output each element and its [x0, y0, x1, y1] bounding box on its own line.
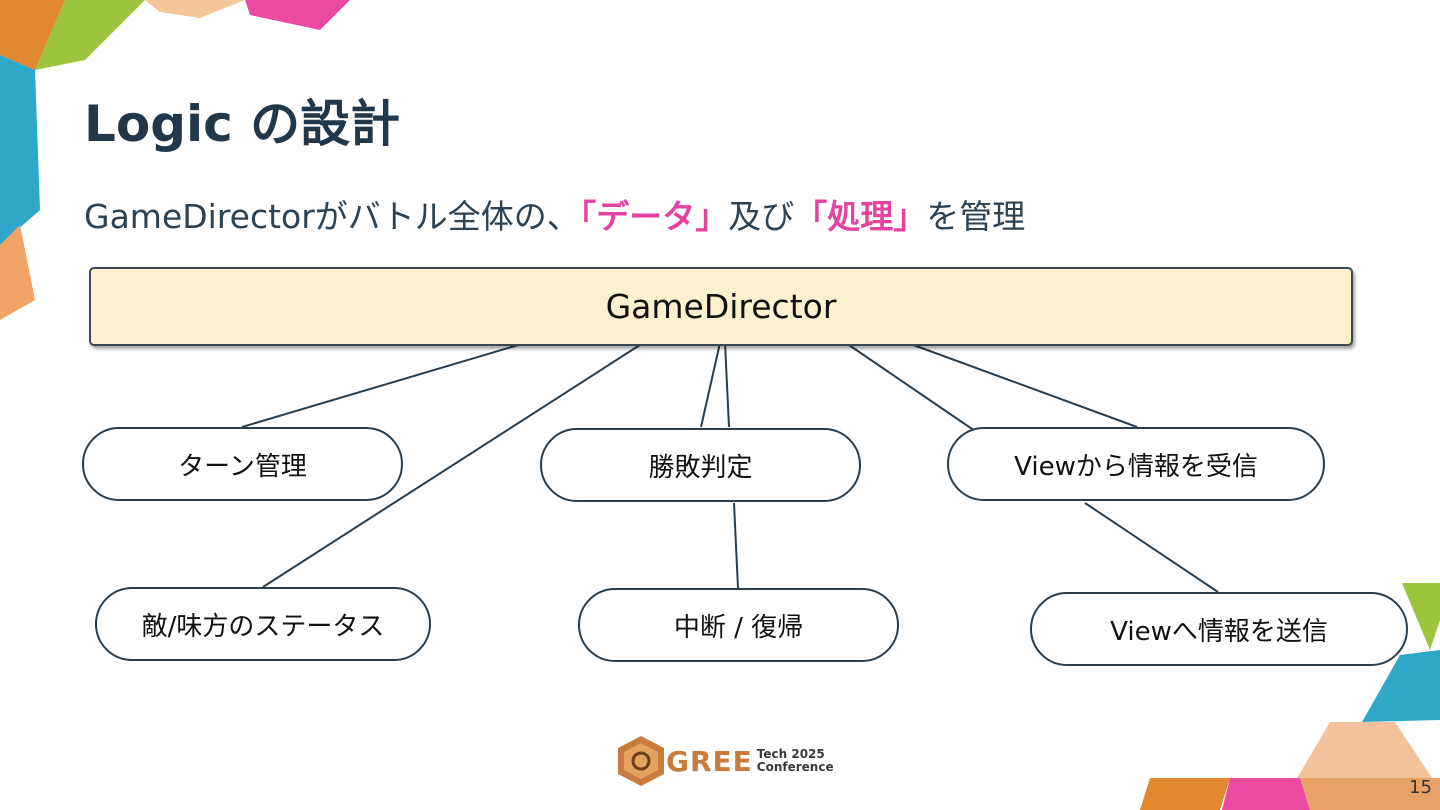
subtitle-middle: 及び: [728, 197, 795, 236]
subtitle-suffix: を管理: [926, 197, 1026, 236]
logo-side-text: Tech 2025 Conference: [757, 748, 834, 774]
line-to-suspend: [733, 502, 739, 589]
logo-line-1: Tech 2025: [756, 747, 825, 761]
node-turn-management: ターン管理: [82, 427, 403, 501]
line-to-judge-a: [700, 342, 721, 428]
game-director-box: GameDirector: [89, 267, 1353, 346]
node-suspend-resume: 中断 / 復帰: [578, 588, 899, 662]
line-to-receive-a: [845, 342, 979, 434]
subtitle: GameDirectorがバトル全体の、「データ」及び「処理」を管理: [84, 190, 1025, 238]
page-number: 15: [1409, 777, 1432, 798]
node-win-judgement: 勝敗判定: [540, 428, 861, 502]
page-title: Logic の設計: [84, 95, 401, 153]
subtitle-prefix: GameDirectorがバトル全体の、: [84, 197, 580, 236]
node-status: 敵/味方のステータス: [95, 587, 431, 661]
logo-line-2: Conference: [756, 760, 834, 774]
line-to-judge-b: [724, 342, 730, 428]
line-to-status: [262, 342, 644, 588]
node-receive-from-view: Viewから情報を受信: [947, 427, 1325, 501]
logo-hexagon-icon: [618, 736, 664, 786]
line-to-send: [1084, 502, 1219, 593]
node-send-to-view: Viewへ情報を送信: [1030, 592, 1408, 666]
logo-wordmark: GREE: [666, 744, 753, 778]
line-to-receive-b: [907, 342, 1138, 428]
subtitle-highlight-process: 「処理」: [794, 197, 927, 236]
subtitle-highlight-data: 「データ」: [579, 197, 729, 236]
conference-logo: GREE Tech 2025 Conference: [614, 734, 834, 788]
line-to-turn: [241, 342, 526, 428]
